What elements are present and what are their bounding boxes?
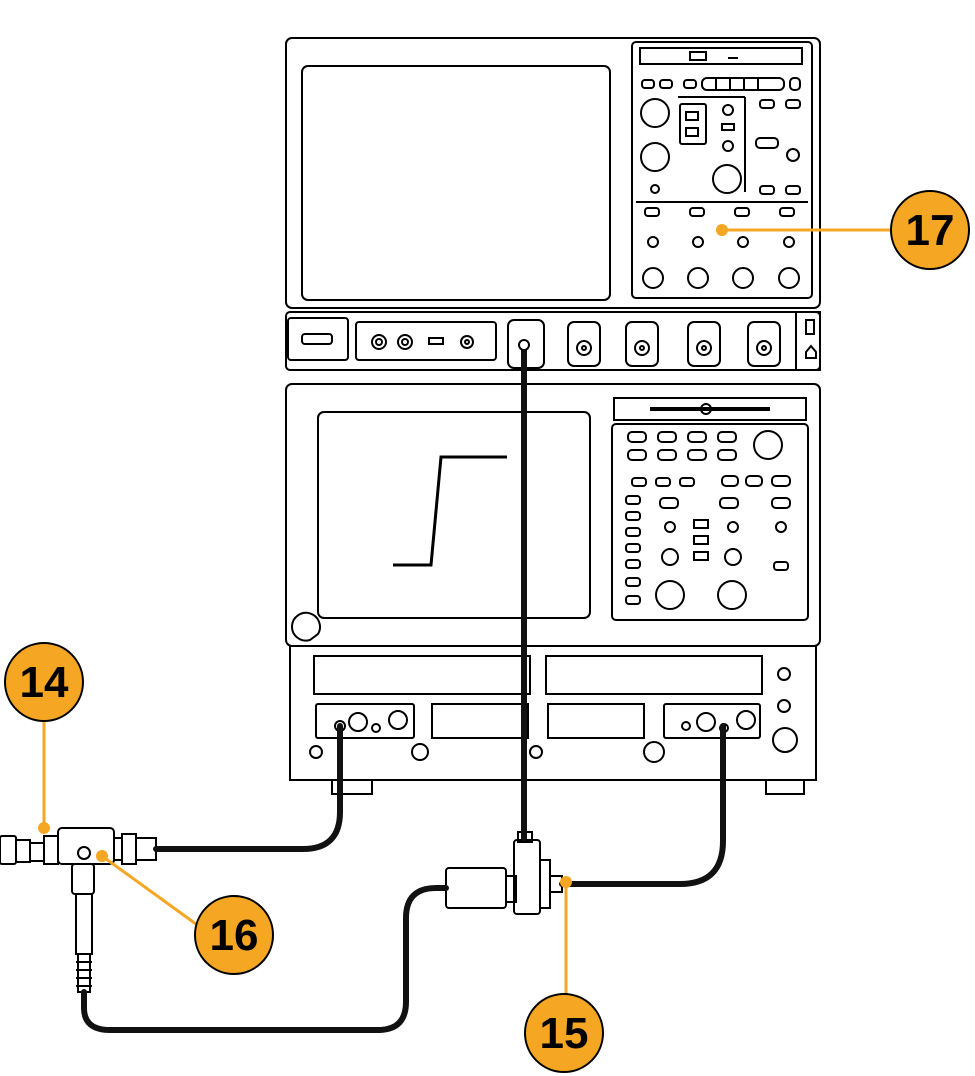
step-waveform xyxy=(393,455,507,567)
upper-control-panel xyxy=(631,41,813,299)
callout-16: 16 xyxy=(194,895,274,975)
upper-oscilloscope xyxy=(285,37,821,371)
leader-lines xyxy=(38,224,892,994)
leader-16 xyxy=(101,854,197,926)
svg-text:16: 16 xyxy=(210,911,259,960)
tee-to-module-cable xyxy=(153,723,343,852)
power-divider-assembly xyxy=(445,831,563,915)
tee-adapter-assembly xyxy=(0,827,157,993)
upper-screen xyxy=(301,65,611,301)
probe-to-attenuator-cable xyxy=(81,885,449,1033)
probe-head xyxy=(71,863,95,895)
callout-14: 14 xyxy=(4,642,84,722)
callout-17: 17 xyxy=(890,190,970,270)
lower-oscilloscope xyxy=(285,383,821,795)
sampling-module-frame xyxy=(289,645,817,781)
svg-text:14: 14 xyxy=(20,658,69,707)
svg-text:15: 15 xyxy=(540,1009,589,1058)
cables xyxy=(81,342,726,1033)
attenuator xyxy=(445,867,507,909)
lower-power-button xyxy=(290,611,321,642)
lower-control-panel xyxy=(611,423,809,621)
upper-front-panel xyxy=(285,311,821,371)
probe-body xyxy=(75,893,93,955)
lower-screen xyxy=(317,411,591,619)
pickoff-to-module-cable xyxy=(559,723,726,887)
pickoff-tee xyxy=(513,839,541,915)
callout-15: 15 xyxy=(524,993,604,1073)
svg-text:17: 17 xyxy=(906,206,955,255)
